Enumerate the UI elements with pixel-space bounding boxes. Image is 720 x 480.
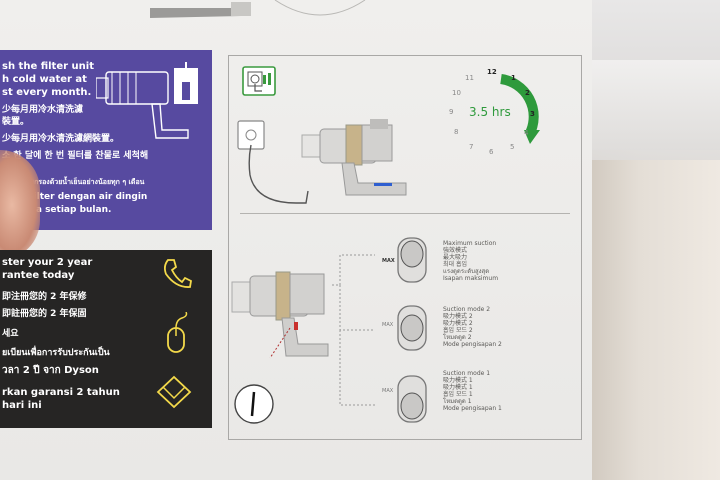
purple-line: filter dengan air dingin	[30, 192, 148, 202]
max-label: MAX	[382, 322, 394, 328]
purple-line: ยกรองด้วยน้ำเย็นอย่างน้อยทุก ๆ เดือน	[30, 178, 145, 186]
charge-time-clock	[500, 74, 540, 144]
clock-number: 7	[469, 143, 474, 151]
instruction-frame	[228, 55, 582, 440]
mode-switch-1	[397, 375, 427, 423]
mode-connector-lines	[332, 254, 375, 406]
dark-line: hari ini	[2, 400, 42, 411]
clock-number: 2	[525, 89, 530, 97]
clock-number: 12	[487, 68, 497, 76]
purple-line: st every month.	[2, 87, 92, 98]
mode-switch-2	[397, 305, 427, 351]
dark-line: ยเบียนเพื่อการรับประกันเป็น	[2, 348, 110, 358]
purple-line: sh the filter unit	[2, 61, 94, 72]
vacuum-charging-illustration	[237, 119, 407, 204]
dark-line: 即註冊您的 2 年保固	[2, 309, 87, 319]
dark-line: rkan garansi 2 tahun	[2, 387, 120, 398]
background-box-lower	[590, 60, 720, 160]
filter-unit-illustration	[96, 62, 198, 139]
thumb	[0, 150, 40, 260]
envelope-icon	[156, 375, 192, 409]
section-divider	[240, 213, 570, 214]
charge-time-label: 3.5 hrs	[469, 105, 511, 119]
top-circle-illustration	[274, 0, 366, 16]
phone-icon	[163, 259, 192, 288]
dark-line: วลา 2 ปี จาก Dyson	[2, 365, 99, 376]
purple-line: 少每月用冷水清洗濾	[2, 105, 84, 115]
registration-panel: ster your 2 year rantee today 即注冊您的 2 年保…	[0, 250, 212, 428]
clock-number: 3	[530, 110, 535, 118]
vacuum-suction-illustration	[231, 271, 329, 359]
purple-line: 少每月用冷水清洗濾網裝置。	[2, 134, 120, 144]
clock-number: 11	[465, 74, 474, 82]
clock-number: 4	[524, 129, 529, 137]
clock-number: 9	[449, 108, 454, 116]
max-label: MAX	[382, 258, 395, 264]
mode-switch-max	[397, 237, 427, 283]
dark-line: 即注冊您的 2 年保修	[2, 292, 87, 302]
power-button-icon	[234, 384, 274, 424]
plug-socket-icon	[242, 66, 276, 96]
dark-line: rantee today	[2, 270, 75, 281]
purple-line: 裝置。	[2, 117, 30, 127]
dark-line: 세요	[2, 329, 19, 339]
purple-line: h cold water at	[2, 74, 87, 85]
mouse-icon	[167, 312, 188, 353]
purple-line: ya setiap bulan.	[30, 205, 112, 215]
manual-page: sh the filter unit h cold water at st ev…	[0, 0, 592, 480]
filter-wash-panel: sh the filter unit h cold water at st ev…	[0, 50, 212, 230]
clock-number: 8	[454, 128, 459, 136]
max-label: MAX	[382, 388, 394, 394]
clock-number: 5	[510, 143, 515, 151]
purple-line: 소 한 달에 한 번 필터를 찬물로 세척해	[2, 151, 149, 161]
clock-number: 6	[489, 148, 494, 156]
dark-line: ster your 2 year	[2, 257, 93, 268]
clock-number: 1	[511, 74, 516, 82]
attachment-illustration	[150, 2, 251, 18]
clock-number: 10	[452, 89, 461, 97]
